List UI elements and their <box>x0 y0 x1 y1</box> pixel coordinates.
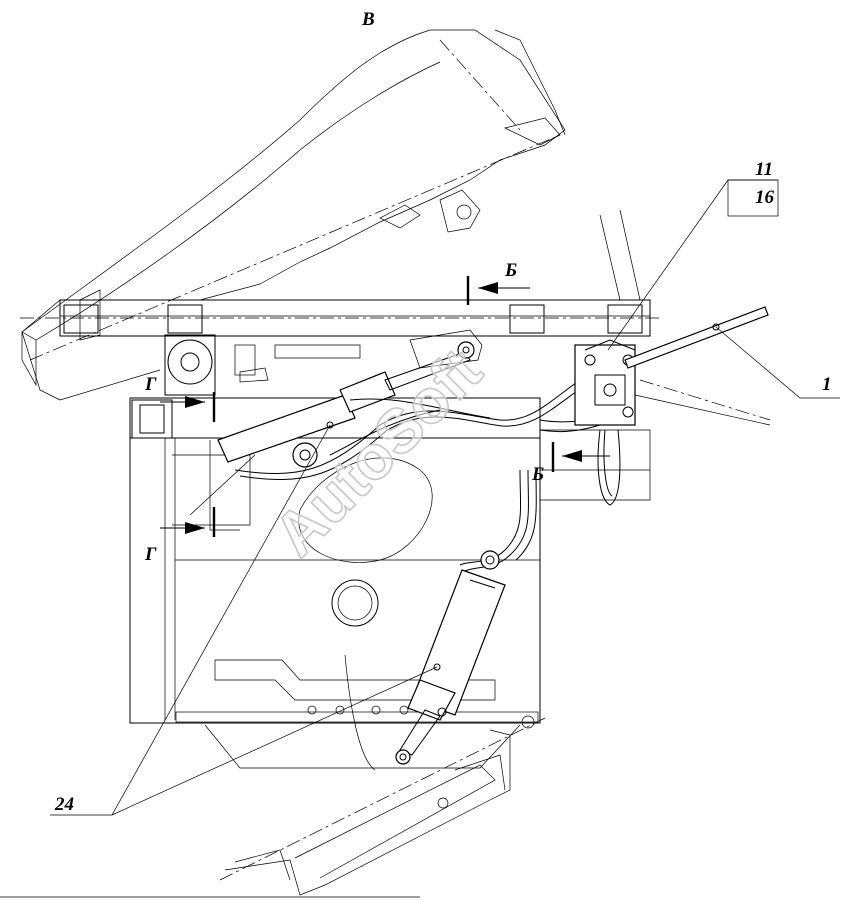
upper-hydraulic-cylinder <box>217 341 475 468</box>
section-mark-g-bottom <box>160 507 216 537</box>
callout-11: 11 <box>755 159 773 180</box>
section-label-b-top: Б <box>504 260 517 281</box>
section-mark-g-top <box>160 392 216 422</box>
valve-block <box>574 339 771 506</box>
section-mark-b-top <box>466 276 530 305</box>
hydraulic-hoses <box>234 379 626 572</box>
section-mark-b-right <box>551 442 610 472</box>
callout-1: 1 <box>822 374 832 395</box>
leader-lines <box>50 179 840 816</box>
callout-16: 16 <box>755 187 775 208</box>
section-label-b-right: Б <box>531 464 544 485</box>
callout-24: 24 <box>54 794 74 815</box>
top-beam <box>20 209 660 337</box>
section-label-g-bottom: Г <box>144 544 157 565</box>
control-lever <box>624 306 769 369</box>
lower-hydraulic-cylinder <box>395 550 506 765</box>
section-label-g-top: Г <box>144 374 157 395</box>
view-title: В <box>361 9 375 30</box>
lower-bucket <box>219 717 546 896</box>
upper-body-outline <box>21 29 566 401</box>
